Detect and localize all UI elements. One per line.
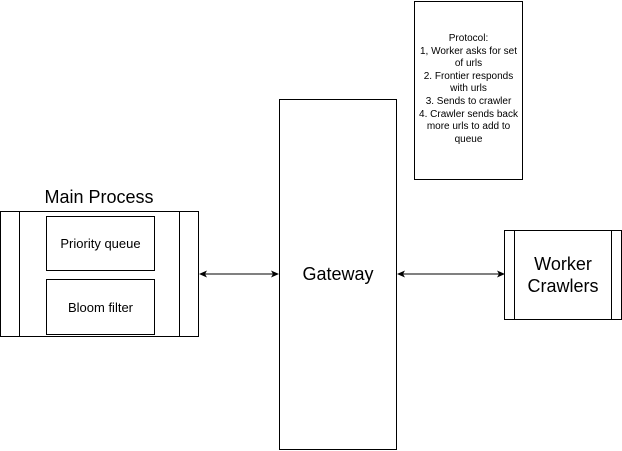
- worker-crawlers-box: Worker Crawlers: [504, 230, 622, 320]
- protocol-step-3: 3. Sends to crawler: [425, 95, 512, 107]
- worker-right-divider: [611, 231, 612, 319]
- protocol-step-1: 1, Worker asks for set of urls: [419, 45, 518, 70]
- main-process-title: Main Process: [44, 187, 154, 207]
- left-divider: [19, 212, 20, 336]
- protocol-step-4: 4. Crawler sends back more urls to add t…: [419, 108, 518, 145]
- worker-label-line-1: Worker: [534, 254, 592, 274]
- protocol-step-2: 2. Frontier responds with urls: [423, 70, 514, 95]
- bloom-filter-label: Bloom filter: [67, 299, 134, 315]
- gateway-label: Gateway: [302, 264, 374, 284]
- protocol-note: Protocol: 1, Worker asks for set of urls…: [414, 1, 523, 180]
- main-process-container: Priority queue Bloom filter: [0, 211, 199, 337]
- right-divider: [179, 212, 180, 336]
- gateway-box: Gateway: [279, 99, 397, 450]
- worker-label: Worker Crawlers: [515, 231, 611, 319]
- protocol-title: Protocol:: [448, 33, 489, 44]
- priority-queue-label: Priority queue: [60, 236, 141, 251]
- worker-left-divider: [514, 231, 515, 319]
- worker-label-line-2: Crawlers: [527, 276, 599, 296]
- bloom-filter-box: Bloom filter: [46, 279, 155, 335]
- priority-queue-box: Priority queue: [46, 216, 155, 271]
